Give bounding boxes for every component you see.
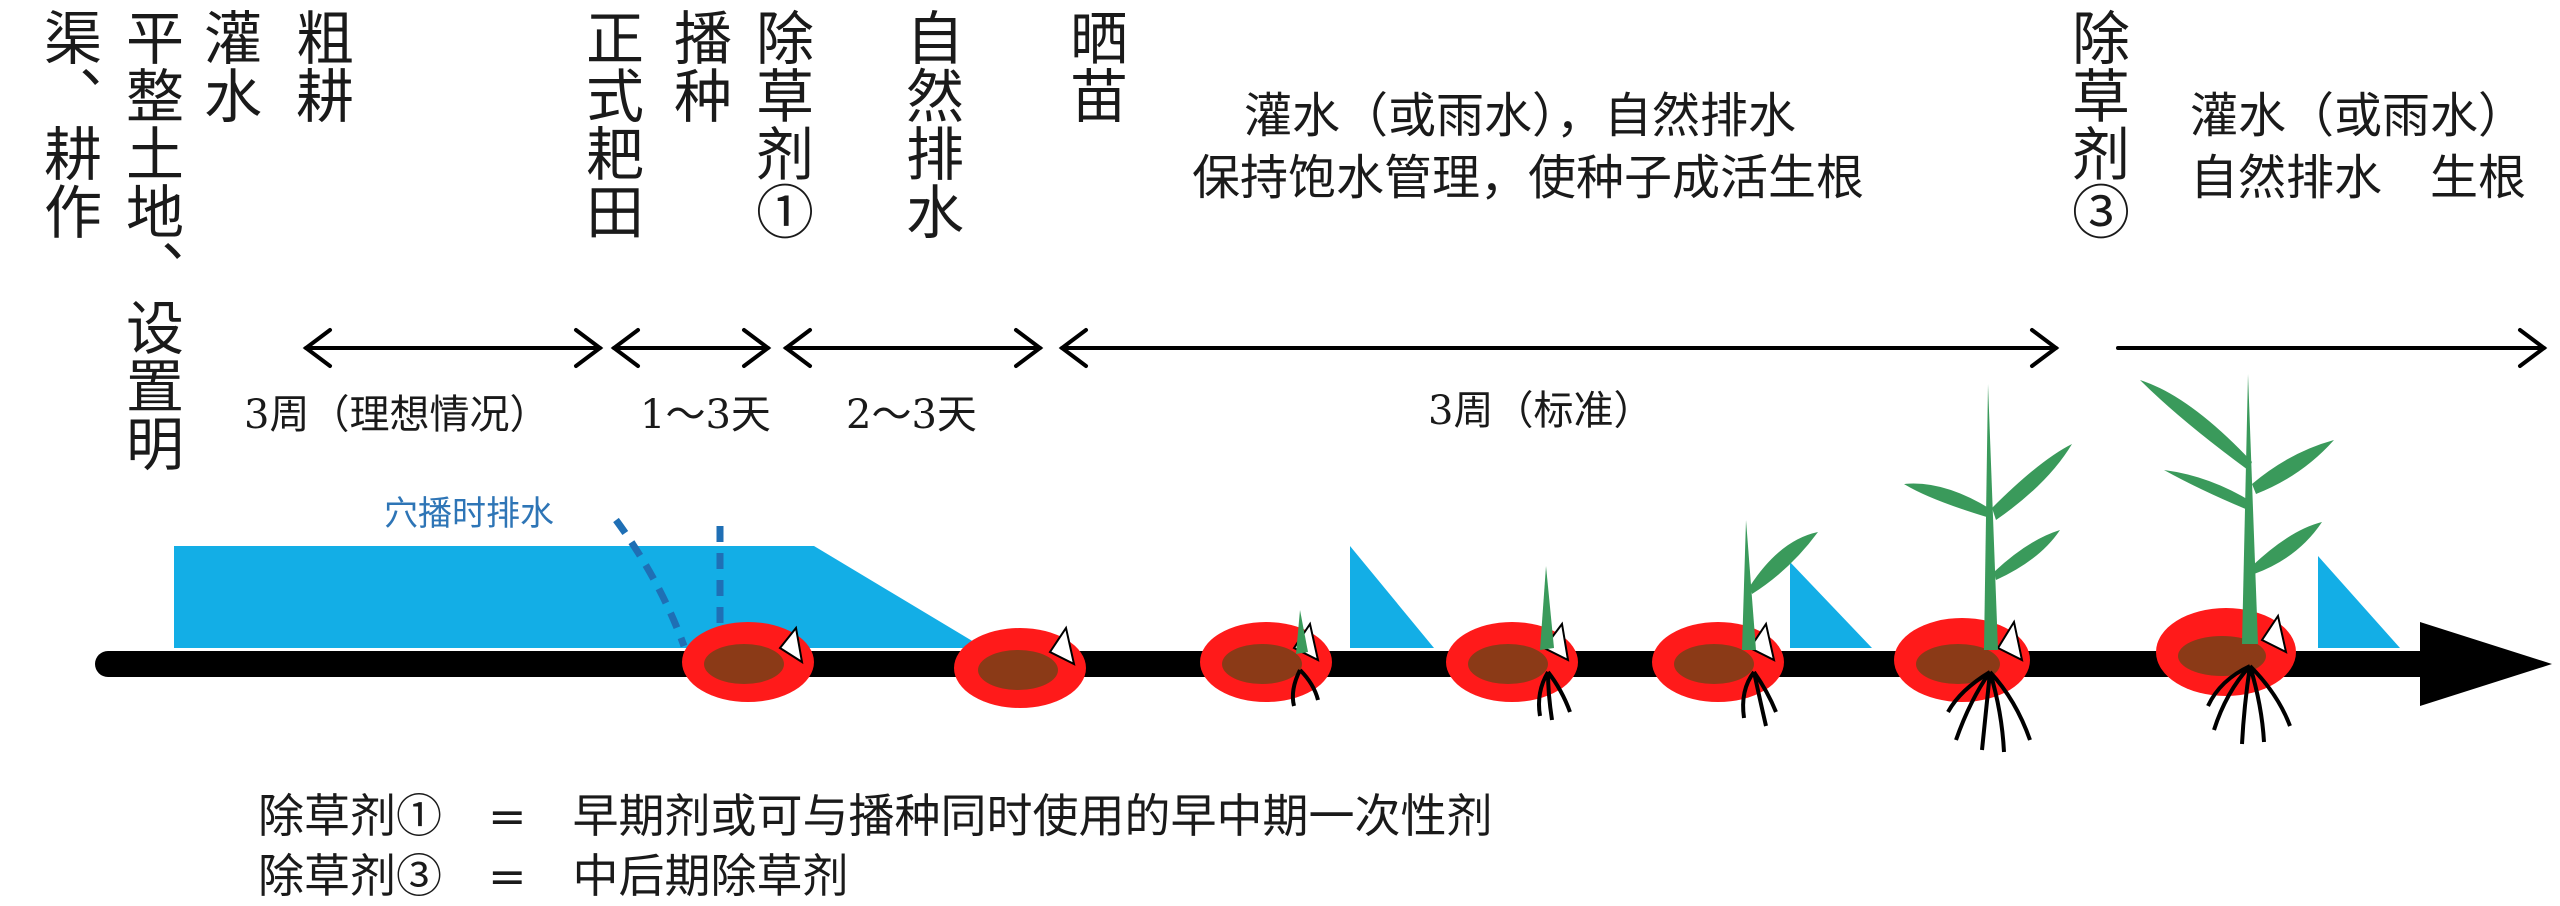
duration-3-weeks-standard: 3周（标准） <box>1428 388 1654 434</box>
seed-stage-3 <box>1200 610 1332 707</box>
step-label-canal: 渠、耕作 <box>34 8 102 240</box>
step-label-drain: 自然排水 <box>896 8 964 240</box>
phase-right-line2: 自然排水 生根 <box>2190 150 2527 206</box>
step-label-sow: 播种 <box>664 8 732 124</box>
duration-arrow-2 <box>610 328 772 368</box>
seed-stage-7 <box>2140 374 2334 745</box>
water-pulse-2 <box>1790 562 1872 648</box>
duration-2-3-days: 2～3天 <box>846 392 977 438</box>
seed-stage-5 <box>1652 520 1818 727</box>
step-label-leveling: 平整土地、设置明 <box>116 8 184 472</box>
step-label-harrow: 正式耙田 <box>576 8 644 240</box>
duration-arrow-3 <box>782 328 1044 368</box>
seed-stage-4 <box>1446 566 1578 721</box>
legend-herbicide-3: 除草剂③ = 中后期除草剂 <box>258 849 849 903</box>
duration-1-3-days: 1～3天 <box>640 392 771 438</box>
duration-3-weeks-ideal: 3周（理想情况） <box>244 392 550 438</box>
phase-middle-line1: 灌水（或雨水），自然排水 <box>1244 88 1797 144</box>
seed-stage-2 <box>954 625 1086 708</box>
seed-stage-1 <box>682 622 814 702</box>
duration-arrow-1 <box>302 328 604 368</box>
duration-arrow-4 <box>1058 328 2060 368</box>
phase-right-line1: 灌水（或雨水） <box>2190 88 2527 144</box>
step-label-plow: 粗耕 <box>286 8 354 124</box>
seed-stage-6 <box>1894 384 2072 753</box>
legend-herbicide-1: 除草剂① = 早期剂或可与播种同时使用的早中期一次性剂 <box>258 789 1493 843</box>
step-label-irrigate: 灌水 <box>194 8 262 124</box>
phase-middle-line2: 保持饱水管理，使种子成活生根 <box>1192 150 1865 206</box>
drain-note: 穴播时排水 <box>384 494 554 534</box>
water-pulse-1 <box>1350 546 1434 648</box>
step-label-dry-seedling: 晒苗 <box>1060 8 1128 124</box>
step-label-herbicide-1: 除草剂① <box>746 8 814 240</box>
water-pulse-3 <box>2318 556 2400 648</box>
step-label-herbicide-3: 除草剂③ <box>2062 8 2130 240</box>
flooded-water <box>174 546 984 648</box>
duration-arrow-5 <box>2116 328 2548 368</box>
